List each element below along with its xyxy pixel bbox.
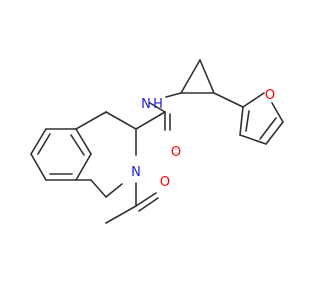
ring-nitrogen-label: N <box>131 165 141 180</box>
bond <box>259 117 277 140</box>
bond <box>180 59 201 94</box>
amide-hydrogen-label: H <box>153 97 163 112</box>
bond <box>90 179 107 198</box>
bond <box>213 92 244 108</box>
structure-drawing: N H N O O O <box>30 59 284 224</box>
atom-labels: N H N O O O <box>131 88 275 190</box>
bonds <box>30 59 284 224</box>
bond <box>105 205 137 224</box>
bond <box>37 133 51 155</box>
bond <box>265 121 284 145</box>
bond <box>75 128 92 155</box>
bond <box>199 59 215 94</box>
bond <box>242 92 265 108</box>
bond <box>149 102 166 113</box>
amide-oxygen-label: O <box>171 145 181 160</box>
bond <box>245 110 250 132</box>
bond <box>30 128 47 155</box>
bond <box>138 197 159 212</box>
bond <box>135 192 157 207</box>
furan-oxygen-label: O <box>265 88 275 103</box>
amide-nitrogen-label: N <box>141 97 151 112</box>
bond <box>75 153 92 181</box>
bond <box>135 111 166 130</box>
bond <box>30 153 47 181</box>
bond <box>239 106 244 136</box>
bond <box>105 183 123 198</box>
acetyl-oxygen-label: O <box>160 175 170 190</box>
bond <box>271 102 284 123</box>
bond <box>165 92 182 98</box>
bond <box>105 111 137 130</box>
bond <box>75 111 107 130</box>
bond <box>70 134 85 156</box>
bond <box>239 134 267 145</box>
